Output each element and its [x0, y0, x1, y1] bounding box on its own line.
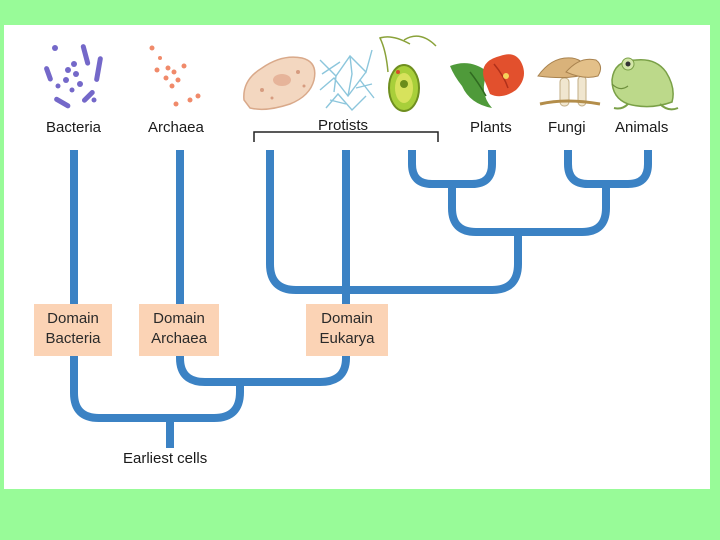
euglena-icon [378, 35, 437, 112]
domain-bacteria-box: Domain Bacteria [34, 304, 112, 356]
bacteria-branch [70, 150, 244, 422]
domain-eukarya-box: Domain Eukarya [306, 304, 388, 356]
label-protists: Protists [318, 117, 369, 134]
domain-archaea-box: Domain Archaea [139, 304, 219, 356]
label-plants: Plants [470, 119, 512, 136]
multicell-branch [448, 184, 610, 236]
domain-bacteria-line1: Domain [47, 310, 99, 327]
domain-archaea-line2: Archaea [151, 330, 207, 347]
label-earliest-cells: Earliest cells [123, 450, 208, 467]
domain-archaea-line1: Domain [153, 310, 205, 327]
archaea-icon [149, 45, 201, 107]
archaea-eukarya-branch [176, 150, 350, 386]
mushroom-icon [537, 57, 602, 107]
label-bacteria: Bacteria [46, 119, 102, 136]
amoeba-icon [243, 56, 316, 111]
plants-branch [408, 150, 496, 188]
label-fungi: Fungi [548, 119, 586, 136]
plant-icon [450, 54, 524, 108]
protists-bracket [253, 131, 439, 142]
label-animals: Animals [615, 119, 669, 136]
label-archaea: Archaea [148, 119, 204, 136]
domain-eukarya-line1: Domain [321, 310, 373, 327]
domain-bacteria-line2: Bacteria [45, 330, 101, 347]
diatom-network-icon [319, 49, 375, 112]
domain-eukarya-line2: Eukarya [319, 330, 375, 347]
frog-icon [611, 57, 679, 111]
bacteria-icon [44, 44, 103, 109]
fungi-animals-branch [564, 150, 652, 188]
eukarya-branch [266, 150, 522, 294]
